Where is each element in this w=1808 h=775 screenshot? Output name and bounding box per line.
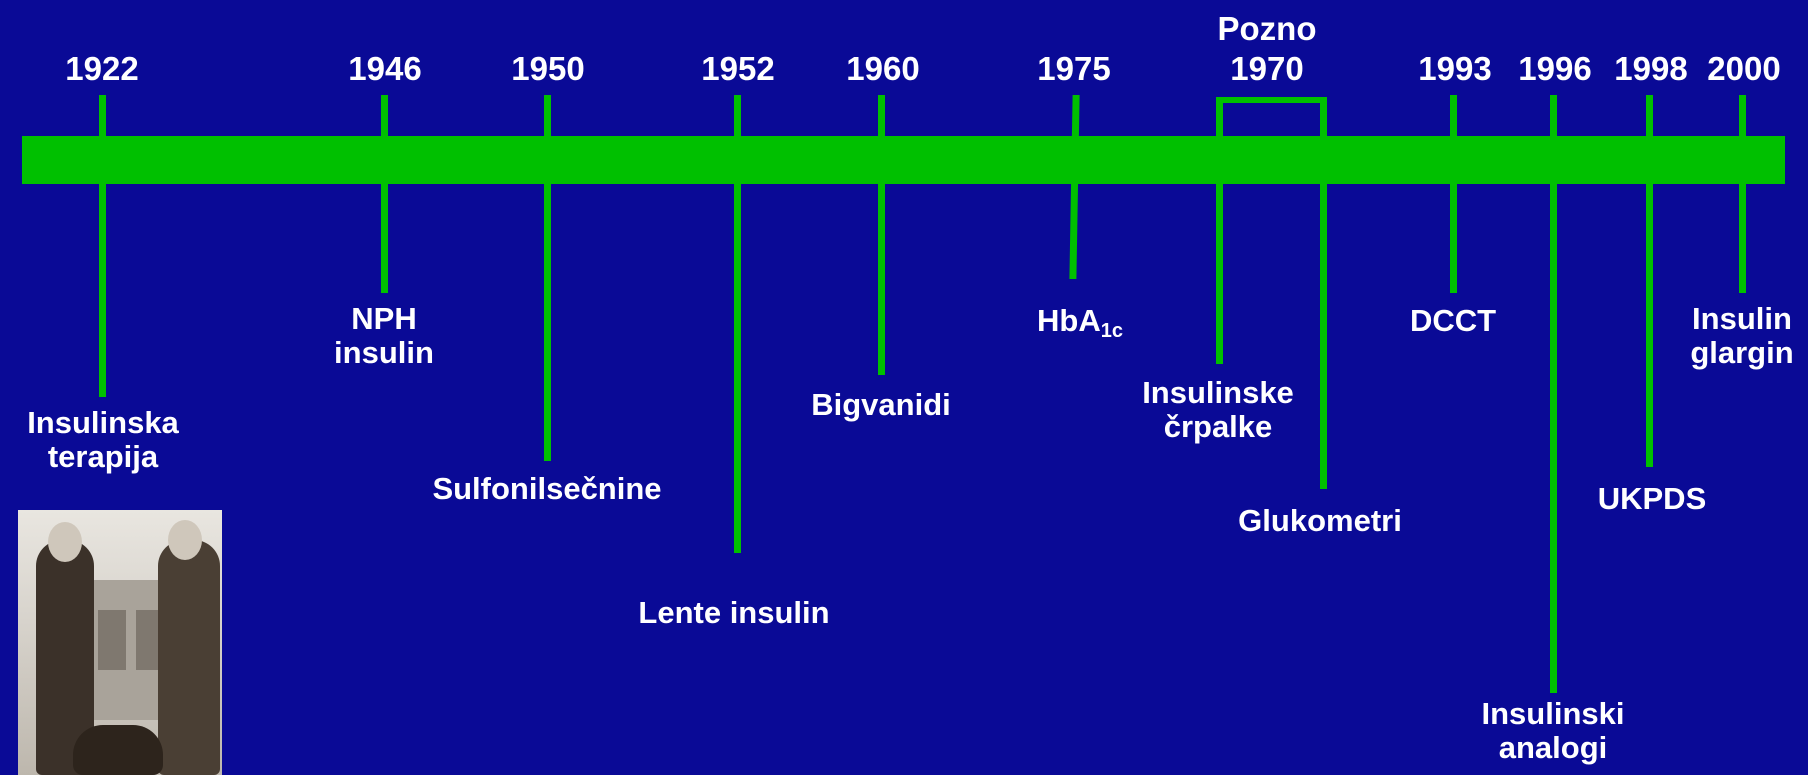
event-insulin-therapy-line1: Insulinska	[0, 406, 206, 440]
event-nph-insulin-line1: NPH	[304, 302, 464, 336]
year-1952: 1952	[688, 52, 788, 86]
year-1993: 1993	[1405, 52, 1505, 86]
photo-window-shape	[98, 610, 126, 670]
event-nph-insulin-line2: insulin	[304, 336, 464, 370]
year-late1970-line1: Pozno	[1197, 12, 1337, 46]
event-insulin-therapy: Insulinska terapija	[0, 406, 206, 474]
tick-1993	[1450, 95, 1457, 293]
event-insulin-analogs: Insulinski analogi	[1448, 697, 1658, 765]
photo-person-right-head-shape	[168, 520, 202, 560]
year-2000: 2000	[1694, 52, 1794, 86]
tick-1996	[1550, 95, 1557, 693]
historical-photo-icon	[18, 510, 222, 775]
tick-2000	[1739, 95, 1746, 293]
event-hba1c-base: HbA	[1037, 303, 1101, 338]
tick-1960	[878, 95, 885, 375]
event-insulin-analogs-line1: Insulinski	[1448, 697, 1658, 731]
year-1996: 1996	[1505, 52, 1605, 86]
event-glucometers: Glukometri	[1210, 504, 1430, 538]
event-sulfonylureas: Sulfonilsečnine	[404, 472, 690, 506]
event-insulin-pumps-line1: Insulinske	[1118, 376, 1318, 410]
event-dcct: DCCT	[1393, 304, 1513, 338]
tick-1946	[381, 95, 388, 293]
event-insulin-glargine: Insulin glargin	[1676, 302, 1808, 370]
event-insulin-analogs-line2: analogi	[1448, 731, 1658, 765]
event-insulin-glargine-line2: glargin	[1676, 336, 1808, 370]
year-1960: 1960	[833, 52, 933, 86]
event-ukpds: UKPDS	[1572, 482, 1732, 516]
year-1998: 1998	[1601, 52, 1701, 86]
event-biguanides: Bigvanidi	[781, 388, 981, 422]
event-hba1c: HbA1c	[1010, 304, 1150, 338]
event-insulin-therapy-line2: terapija	[0, 440, 206, 474]
event-nph-insulin: NPH insulin	[304, 302, 464, 370]
year-late1970-line2: 1970	[1212, 52, 1322, 86]
tick-1922	[99, 95, 106, 397]
tick-1998	[1646, 95, 1653, 467]
tick-late1970-pumps	[1216, 97, 1223, 364]
timeline-bar	[22, 136, 1785, 184]
tick-late1970-glucometers	[1320, 97, 1327, 489]
event-insulin-pumps-line2: črpalke	[1118, 410, 1318, 444]
year-1950: 1950	[498, 52, 598, 86]
late1970-bracket	[1216, 97, 1327, 103]
photo-person-left-head-shape	[48, 522, 82, 562]
tick-1950	[544, 95, 551, 461]
year-1946: 1946	[335, 52, 435, 86]
photo-person-right-shape	[158, 540, 220, 775]
photo-dog-shape	[73, 725, 163, 775]
tick-1975	[1069, 95, 1079, 279]
tick-1952	[734, 95, 741, 553]
event-hba1c-sub: 1c	[1101, 320, 1123, 342]
event-insulin-glargine-line1: Insulin	[1676, 302, 1808, 336]
year-1922: 1922	[52, 52, 152, 86]
event-lente-insulin: Lente insulin	[604, 596, 864, 630]
year-1975: 1975	[1024, 52, 1124, 86]
event-insulin-pumps: Insulinske črpalke	[1118, 376, 1318, 444]
